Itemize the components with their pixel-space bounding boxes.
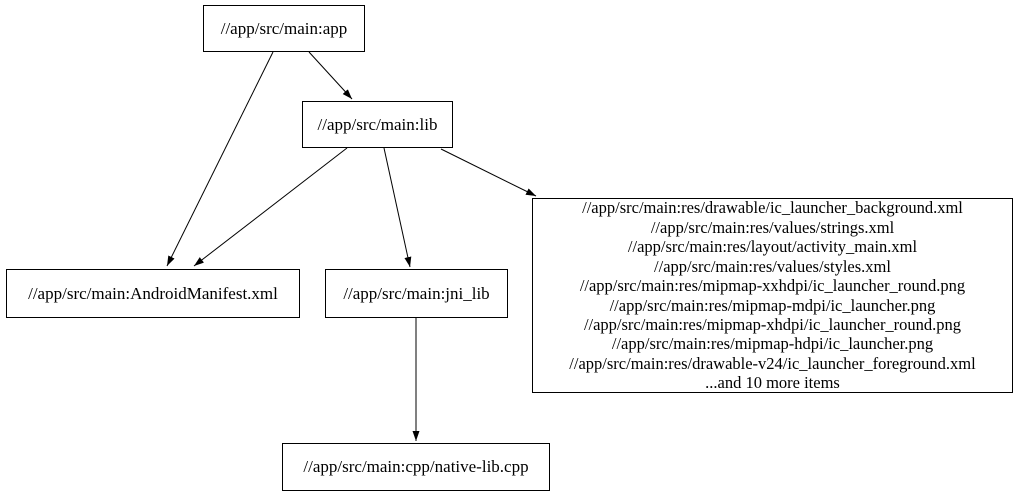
node-lib-label: //app/src/main:lib [317, 114, 438, 134]
resource-item: //app/src/main:res/layout/activity_main.… [627, 237, 918, 257]
node-android-manifest: //app/src/main:AndroidManifest.xml [6, 269, 300, 318]
node-native-lib-cpp-label: //app/src/main:cpp/native-lib.cpp [303, 457, 529, 477]
edge-lib-to-resources [440, 148, 537, 197]
node-app-label: //app/src/main:app [220, 18, 348, 38]
resource-item: //app/src/main:res/mipmap-xhdpi/ic_launc… [583, 314, 962, 334]
resource-item: //app/src/main:res/values/styles.xml [654, 256, 891, 276]
edge-app-to-lib [308, 51, 353, 100]
node-lib-target: //app/src/main:lib [302, 101, 453, 148]
resource-item: //app/src/main:res/values/strings.xml [650, 217, 895, 237]
node-android-manifest-label: //app/src/main:AndroidManifest.xml [28, 283, 278, 303]
resource-item: //app/src/main:res/drawable-v24/ic_launc… [569, 353, 976, 373]
node-native-lib-cpp: //app/src/main:cpp/native-lib.cpp [282, 443, 550, 491]
resource-item: //app/src/main:res/mipmap-hdpi/ic_launch… [611, 334, 934, 354]
resource-item: //app/src/main:res/mipmap-mdpi/ic_launch… [609, 295, 936, 315]
edge-lib-to-manifest [193, 147, 348, 267]
node-app-target: //app/src/main:app [203, 5, 365, 52]
resource-more-items: ...and 10 more items [705, 373, 840, 393]
edge-lib-to-jnilib [383, 147, 412, 268]
resource-item: //app/src/main:res/mipmap-xxhdpi/ic_laun… [579, 276, 966, 296]
resource-item: //app/src/main:res/drawable/ic_launcher_… [582, 198, 963, 218]
node-resources-group: //app/src/main:res/drawable/ic_launcher_… [532, 198, 1013, 393]
edge-app-to-manifest [166, 51, 274, 267]
node-jni-lib-label: //app/src/main:jni_lib [343, 283, 490, 303]
node-jni-lib: //app/src/main:jni_lib [325, 269, 508, 318]
